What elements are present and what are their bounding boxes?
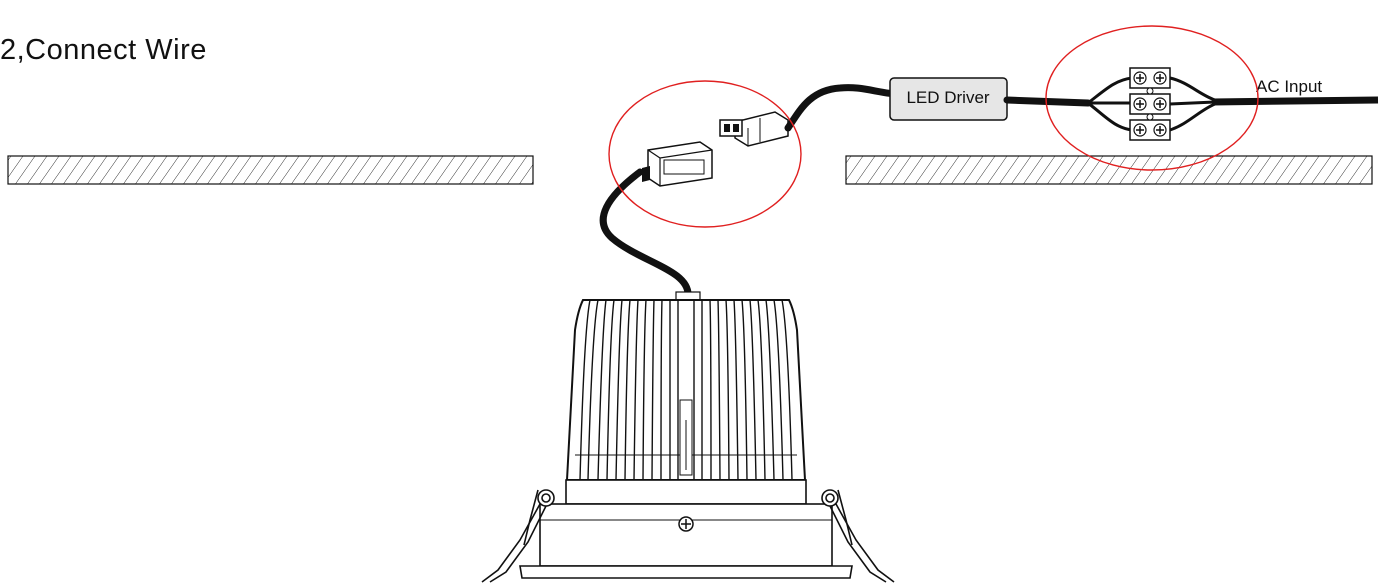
driver-label: LED Driver bbox=[906, 88, 989, 107]
spring-clip-left bbox=[481, 489, 555, 583]
connector-highlight-circle bbox=[608, 80, 802, 228]
led-driver: LED Driver bbox=[889, 77, 1008, 121]
quick-connector-male bbox=[719, 111, 789, 147]
terminal-highlight-circle bbox=[1045, 25, 1259, 171]
spring-clip-right bbox=[821, 489, 895, 583]
page-title: 2,Connect Wire bbox=[0, 34, 207, 66]
ceiling-right bbox=[845, 155, 1373, 185]
driver-input-cable bbox=[1003, 96, 1092, 107]
lamp-cable bbox=[599, 168, 692, 300]
downlight-icon bbox=[481, 291, 895, 583]
quick-connector-female bbox=[642, 141, 713, 187]
driver-output-cable bbox=[784, 84, 899, 132]
ac-input-cable bbox=[1211, 96, 1379, 106]
ceiling-left bbox=[7, 155, 534, 185]
terminal-block bbox=[1129, 67, 1171, 141]
screw-icon bbox=[678, 516, 694, 532]
ac-input-label: AC Input bbox=[1256, 77, 1322, 96]
